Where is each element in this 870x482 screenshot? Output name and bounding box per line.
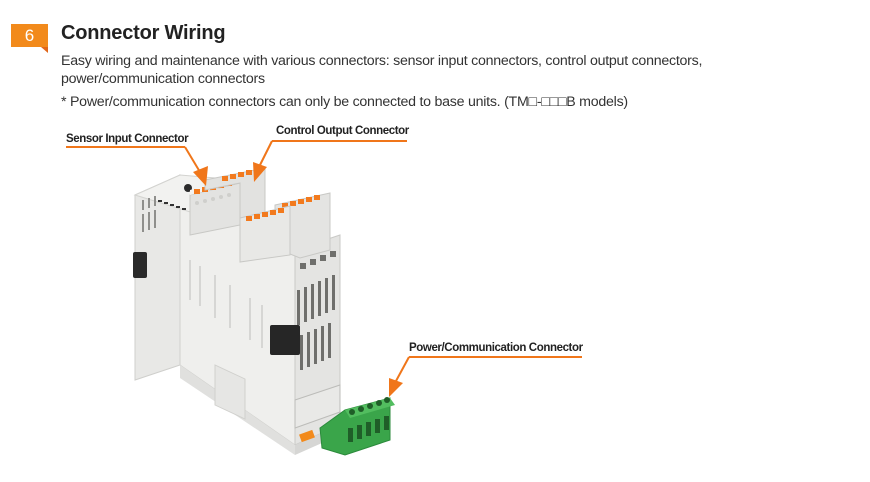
sensor-input-arrow-icon — [193, 166, 208, 186]
section-note: * Power/communication connectors can onl… — [61, 94, 628, 110]
sensor-input-callout-line — [66, 146, 201, 173]
power-communication-arrow-icon — [389, 378, 403, 397]
section-number-badge: 6 — [11, 24, 48, 47]
power-communication-callout-line — [395, 356, 582, 382]
control-output-callout-label: Control Output Connector — [276, 125, 409, 137]
control-output-connector-lower — [239, 192, 331, 263]
section-title: Connector Wiring — [61, 22, 226, 44]
control-output-arrow-icon — [253, 162, 267, 182]
badge-fold-decoration — [41, 47, 48, 53]
power-communication-callout-label: Power/Communication Connector — [409, 342, 583, 354]
power-communication-connector — [319, 397, 395, 456]
section-description: Easy wiring and maintenance with various… — [61, 53, 703, 87]
sensor-input-callout-label: Sensor Input Connector — [66, 133, 189, 145]
control-output-callout-line — [259, 140, 407, 166]
